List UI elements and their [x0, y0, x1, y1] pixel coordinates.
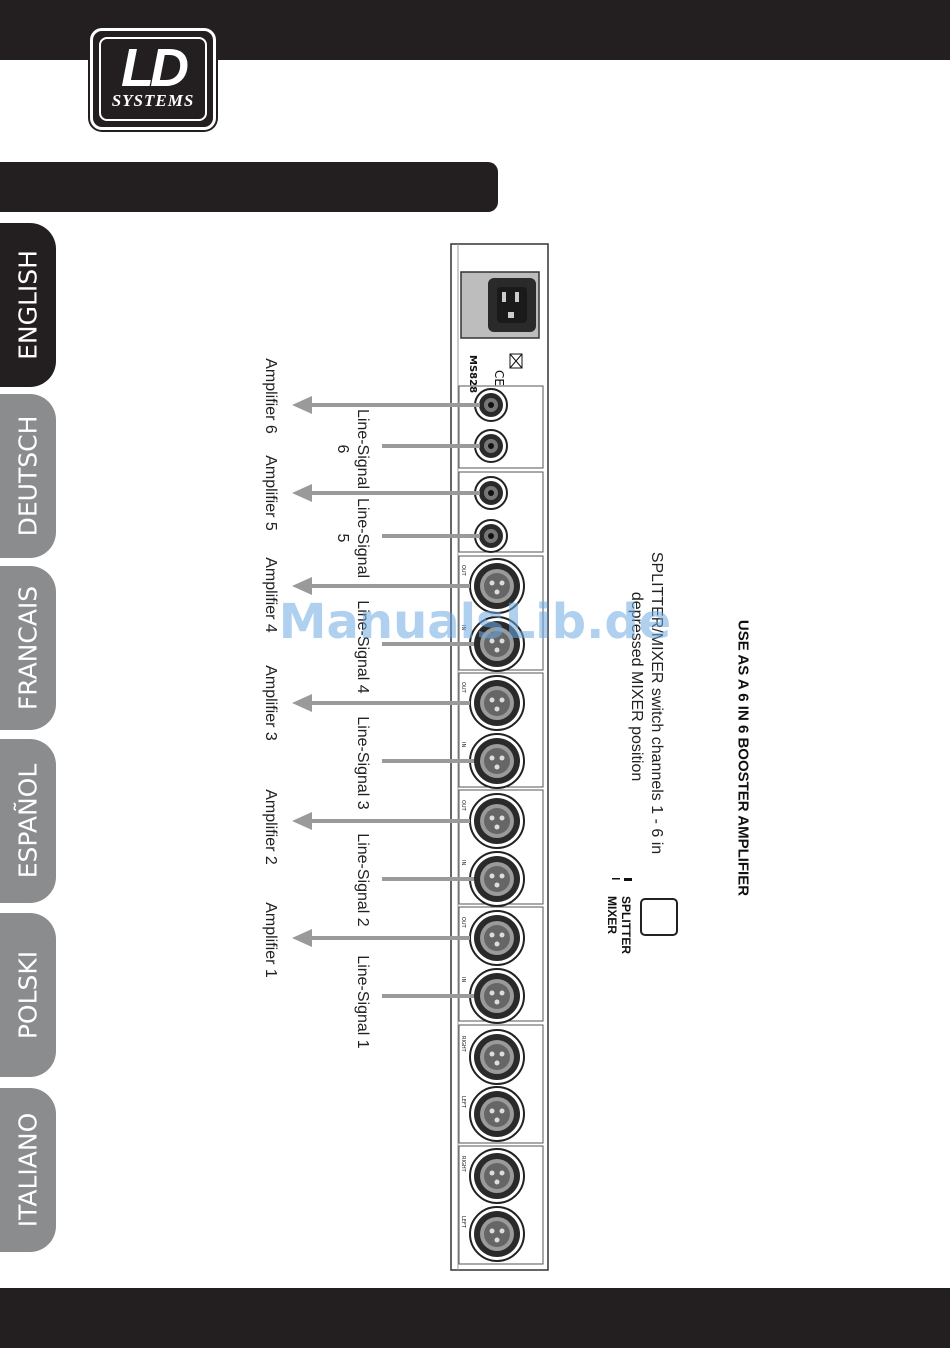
tab-italiano[interactable]: ITALIANO	[0, 1088, 56, 1252]
line-signal-2-label: Line-Signal 2	[354, 833, 371, 927]
amplifier-2-label: Amplifier 2	[262, 789, 279, 865]
svg-text:MS828: MS828	[467, 355, 478, 393]
splitter-mixer-switch	[640, 898, 678, 936]
diagram-heading: USE AS A 6 IN 6 BOOSTER AMPLIFIER	[734, 619, 752, 897]
tab-francais[interactable]: FRANCAIS	[0, 566, 56, 730]
amplifier-1-label: Amplifier 1	[262, 902, 279, 978]
amplifier-4-label: Amplifier 4	[262, 557, 279, 633]
section-title-bar	[0, 162, 498, 212]
amplifier-5-label: Amplifier 5	[262, 455, 279, 531]
line-signal-3-label: Line-Signal 3	[354, 716, 371, 810]
svg-text:LEFT: LEFT	[460, 1216, 466, 1229]
switch-legend: SPLITTER MIXER	[605, 896, 633, 954]
tab-espanol[interactable]: ESPAÑOL	[0, 739, 56, 903]
svg-text:OUT: OUT	[460, 565, 466, 577]
svg-text:RIGHT: RIGHT	[460, 1036, 466, 1053]
line-signal-6-num: 6	[334, 444, 351, 454]
svg-text:LEFT: LEFT	[460, 1096, 466, 1109]
line-signal-5-label: Line-Signal 5	[332, 498, 372, 578]
svg-text:IN: IN	[460, 860, 466, 865]
line-signal-1-label: Line-Signal 1	[354, 955, 371, 1049]
amplifier-6-label: Amplifier 6	[262, 358, 279, 434]
logo-ld: LD	[121, 38, 189, 98]
svg-text:CE: CE	[492, 370, 506, 386]
tab-deutsch[interactable]: DEUTSCH	[0, 394, 56, 558]
svg-text:OUT: OUT	[460, 917, 466, 929]
line-signal-5-num: 5	[334, 533, 351, 543]
svg-text:OUT: OUT	[460, 682, 466, 694]
amplifier-3-label: Amplifier 3	[262, 665, 279, 741]
logo-systems: SYSTEMS	[111, 91, 195, 110]
switch-splitter-label: SPLITTER	[619, 895, 633, 955]
svg-text:IN: IN	[460, 742, 466, 747]
tab-polski[interactable]: POLSKI	[0, 913, 56, 1077]
switch-mixer-label: MIXER	[605, 895, 619, 935]
line-signal-5-main: Line-Signal	[354, 497, 371, 579]
svg-text:IN: IN	[460, 625, 466, 630]
svg-text:OUT: OUT	[460, 800, 466, 812]
bottom-bar	[0, 1288, 950, 1348]
svg-text:IN: IN	[460, 977, 466, 982]
line-signal-6-label: Line-Signal 6	[332, 409, 372, 489]
svg-text:RIGHT: RIGHT	[460, 1156, 466, 1173]
tab-english[interactable]: ENGLISH	[0, 223, 56, 387]
line-signal-6-main: Line-Signal	[354, 408, 371, 490]
ld-systems-logo: LD SYSTEMS	[90, 28, 216, 130]
watermark: ManualsLib.de	[278, 594, 672, 650]
